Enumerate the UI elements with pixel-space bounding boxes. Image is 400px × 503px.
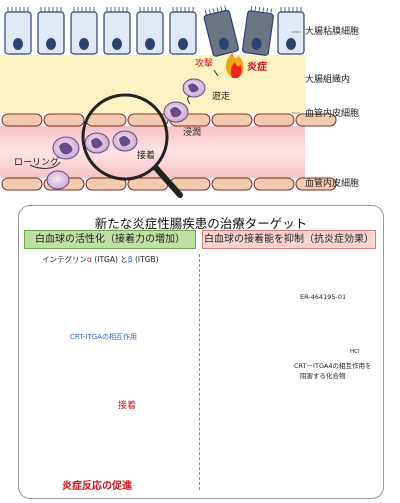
- endothelial-cell: [253, 113, 295, 127]
- leukocyte-migrating: [182, 78, 206, 98]
- label-endothelium-top: 血管内皮細胞: [305, 109, 360, 119]
- inhibitor-caption-1: CRT－ITGA4の相互作用を: [294, 362, 372, 370]
- endothelial-cell: [43, 113, 85, 127]
- label-colon-tissue: 大腸組織内: [305, 75, 351, 85]
- compound-id: ER-464195-01: [300, 293, 347, 301]
- endothelial-cell: [211, 113, 253, 127]
- therapy-target-panel: 新たな炎症性腸疾患の治療ターゲット: [18, 205, 384, 499]
- epithelial-cell: [203, 5, 239, 57]
- crt-small-left: CRT: [78, 409, 88, 415]
- compound-hcl: HCl: [350, 349, 360, 355]
- crt-abbr-right: (CRT): [254, 338, 272, 346]
- inflammation-flame-icon: [225, 52, 244, 78]
- integrin-itgb: (ITGB): [132, 255, 159, 264]
- header-right-inhibition: 白血球の接着能を抑制（抗炎症効果）: [202, 230, 376, 249]
- integrin-beta: β: [127, 255, 133, 264]
- inhibitor-caption-2: 阻害する化合物: [300, 372, 346, 380]
- label-adhesion: 接着: [137, 151, 156, 161]
- epithelial-cell: [103, 7, 131, 55]
- endothelial-cell: [253, 177, 295, 191]
- epithelial-cell: [169, 7, 197, 55]
- endothelial-cell: [1, 177, 43, 191]
- epithelial-cell: [277, 7, 305, 55]
- epithelial-cell: [70, 7, 98, 55]
- attack-arrow-icon: [213, 69, 219, 77]
- crt-name-right: カルレティキュリン: [236, 329, 295, 337]
- integrin-alpha: α: [87, 255, 92, 264]
- crt-name-left: カルレティキュリン: [75, 311, 134, 319]
- label-colon-epithelium: 大腸粘膜細胞: [305, 27, 360, 37]
- endothelium-row-top: [1, 113, 337, 127]
- label-inflammation: 炎症: [247, 62, 267, 73]
- label-endothelium-bottom: 血管内皮細胞: [305, 179, 360, 189]
- leukocyte-rolling: [52, 136, 80, 160]
- crt-interaction-label: CRT-ITGAの相互作用: [70, 333, 137, 341]
- leukocyte-lumen: [46, 170, 70, 190]
- endothelial-cell: [85, 177, 127, 191]
- endothelial-cell: [127, 177, 169, 191]
- epithelial-cell: [136, 7, 164, 55]
- epithelial-cell: [4, 7, 32, 55]
- rolling-arrow-icon: [29, 161, 61, 169]
- label-adhesion-left: 接着: [118, 401, 137, 411]
- column-divider: [199, 254, 200, 490]
- integrin-text: インテグリン: [42, 255, 87, 264]
- integrin-itga: (ITGA) と: [91, 255, 128, 264]
- label-attack: 攻撃: [195, 59, 214, 69]
- label-rolling: ローリング: [14, 158, 60, 168]
- endothelial-cell: [85, 113, 127, 127]
- crt-small-right: CRT: [259, 424, 269, 430]
- leukocyte-infiltrating: [163, 101, 189, 123]
- endothelial-cell: [295, 177, 337, 191]
- epithelial-cells: [4, 5, 305, 57]
- result-inflammation-promotion: 炎症反応の促進: [62, 481, 132, 492]
- epithelial-cell: [241, 5, 274, 56]
- panel-title: 新たな炎症性腸疾患の治療ターゲット: [94, 216, 308, 231]
- label-infiltration: 浸潤: [183, 128, 202, 138]
- header-left-activation: 白血球の活性化（接着力の増加）: [24, 230, 196, 249]
- migration-arrow-icon: [187, 95, 191, 105]
- epithelial-cell: [37, 7, 65, 55]
- label-migration: 遊走: [212, 92, 231, 102]
- leukocyte-adhering-2: [112, 130, 138, 152]
- endothelial-cell: [1, 113, 43, 127]
- endothelial-cell: [211, 177, 253, 191]
- endothelial-cell: [295, 113, 337, 127]
- leukocyte-adhering-1: [84, 132, 110, 154]
- crt-abbr-left: (CRT): [94, 320, 112, 328]
- magnifier-icon: [81, 93, 183, 198]
- integrin-caption: インテグリンα (ITGA) とβ (ITGB): [42, 256, 159, 264]
